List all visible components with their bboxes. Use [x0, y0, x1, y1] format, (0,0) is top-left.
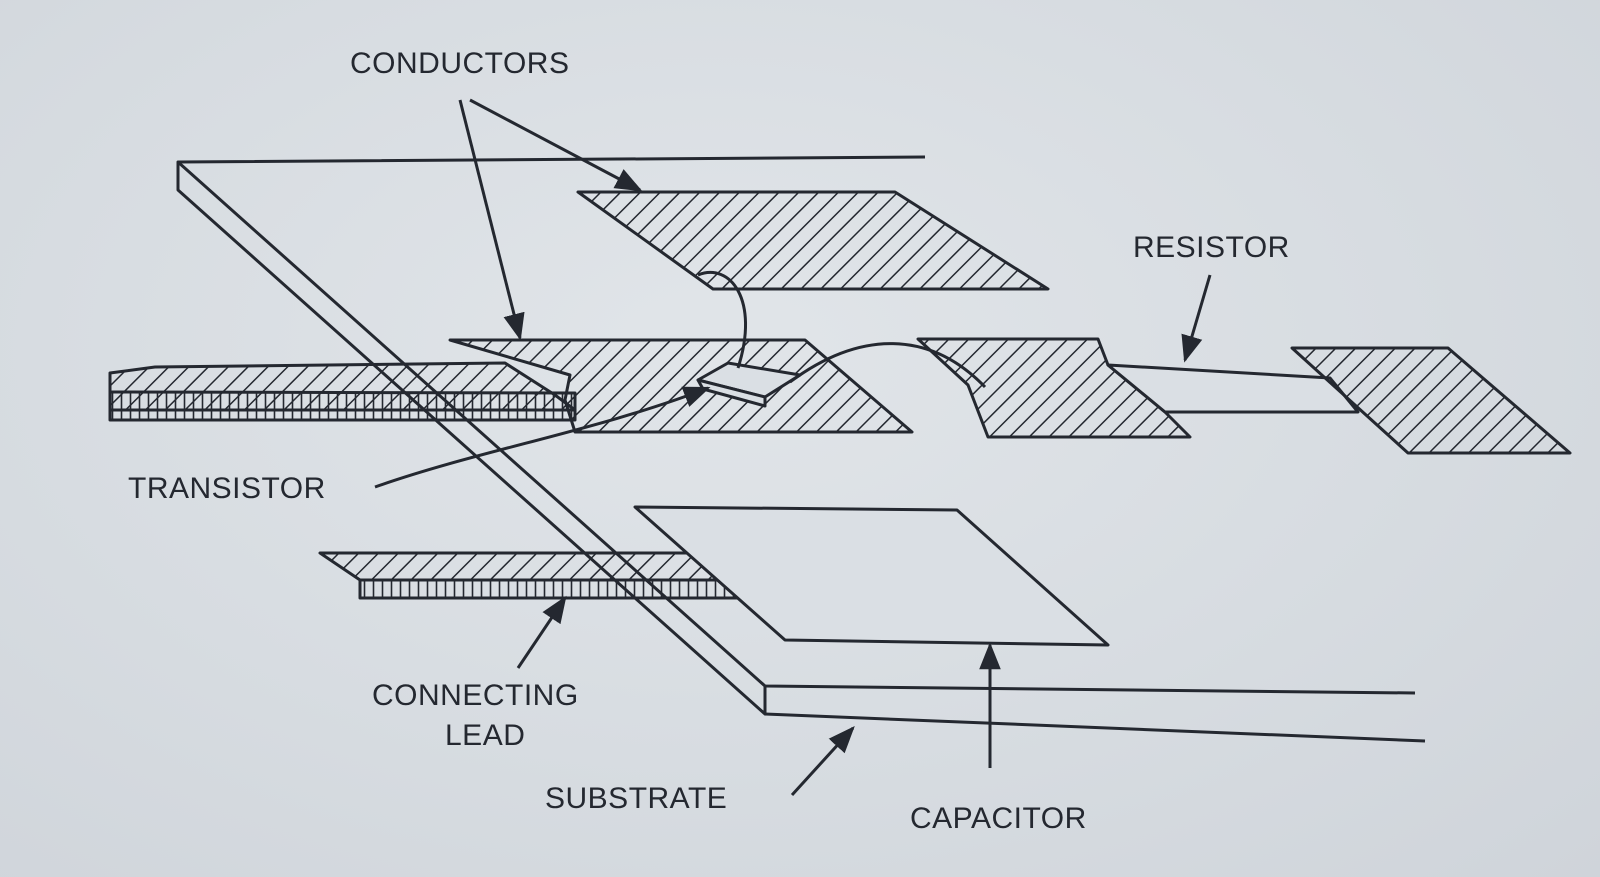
connecting-lead-arrow	[516, 595, 567, 669]
transistor-leader	[374, 386, 711, 489]
label-resistor: RESISTOR	[1133, 231, 1290, 264]
label-conductors: CONDUCTORS	[350, 47, 569, 80]
conductors-arrow-1	[469, 98, 643, 192]
resistor-pad-left	[916, 337, 1192, 439]
conductor-pad-top	[576, 190, 1050, 291]
substrate-arrow	[790, 726, 855, 797]
label-lead: LEAD	[445, 719, 525, 752]
capacitor-plate	[633, 505, 1110, 647]
bond-wire-to-top-pad	[697, 271, 748, 369]
resistor-pad-right	[1290, 346, 1572, 455]
connecting-lead-lower	[318, 551, 792, 600]
label-connecting: CONNECTING	[372, 679, 579, 712]
substrate-slab	[176, 155, 1426, 743]
label-transistor: TRANSISTOR	[128, 472, 326, 505]
bond-wire-to-resistor	[789, 342, 987, 389]
connecting-lead-upper	[108, 361, 577, 422]
label-capacitor: CAPACITOR	[910, 802, 1087, 835]
label-substrate: SUBSTRATE	[545, 782, 727, 815]
resistor-body	[1106, 363, 1360, 414]
conductor-pad-middle	[448, 338, 914, 434]
resistor-arrow	[1181, 274, 1212, 363]
conductors-arrow-2	[458, 99, 525, 341]
